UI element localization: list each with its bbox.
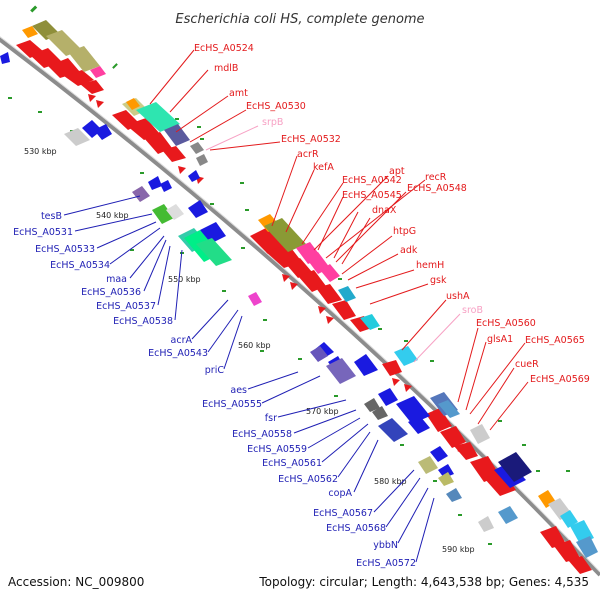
genome-info-text: Topology: circular; Length: 4,643,538 bp… [258, 575, 589, 589]
backbone-triangle-markers [88, 94, 464, 452]
gene-label: srpB [262, 117, 283, 128]
gene-label: gsk [430, 275, 447, 286]
map-title: Escherichia coli HS, complete genome [175, 12, 424, 27]
srpb-leader [205, 125, 259, 151]
gene-label: cueR [515, 359, 539, 370]
gene-label: aes [230, 385, 247, 396]
gene-label: EcHS_A0524 [194, 43, 254, 54]
gene-label: EcHS_A0531 [13, 227, 73, 238]
scale-tick-label: 550 kbp [168, 275, 201, 284]
forward-label-leaders [149, 49, 529, 431]
gene-label: EcHS_A0559 [247, 444, 307, 455]
gene-label: EcHS_A0561 [262, 458, 322, 469]
gene-label: EcHS_A0572 [356, 558, 416, 569]
gene-label: glsA1 [487, 334, 513, 345]
scale-tick-label: 580 kbp [374, 477, 407, 486]
scale-tick-label: 590 kbp [442, 545, 475, 554]
gene-label: EcHS_A0548 [407, 183, 467, 194]
gene-label: hemH [416, 260, 444, 271]
gene-label: fsr [265, 413, 277, 424]
gene-label: EcHS_A0537 [96, 301, 156, 312]
gene-label: EcHS_A0545 [342, 190, 402, 201]
gene-label: EcHS_A0555 [202, 399, 262, 410]
scale-tick-label: 570 kbp [306, 407, 339, 416]
gene-label: dnaX [372, 205, 397, 216]
gene-label: EcHS_A0534 [50, 260, 110, 271]
gene-label: EcHS_A0533 [35, 244, 95, 255]
gene-label: mdlB [214, 63, 238, 74]
gene-label: EcHS_A0542 [342, 175, 402, 186]
scale-tick-label: 530 kbp [24, 147, 57, 156]
gene-label: htpG [393, 226, 416, 237]
forward-gene-labels: EcHS_A0524 mdlB amt EcHS_A0530 srpB EcHS… [194, 43, 590, 385]
gene-label: amt [229, 88, 248, 99]
reverse-feature-blocks [64, 128, 532, 532]
reverse-gene-arrows [0, 52, 526, 488]
gene-label: tesB [41, 211, 62, 222]
accession-text: Accession: NC_009800 [8, 575, 144, 589]
gene-label: EcHS_A0530 [246, 101, 306, 112]
gene-label: EcHS_A0567 [313, 508, 373, 519]
gene-label: priC [205, 365, 225, 376]
forward-feature-blocks [22, 20, 598, 558]
srob-leader [413, 313, 461, 363]
gene-label: EcHS_A0543 [148, 348, 208, 359]
gene-label: copA [328, 488, 352, 499]
reverse-label-leaders [63, 195, 435, 563]
genome-backbone [0, 37, 600, 577]
gene-label: EcHS_A0558 [232, 429, 292, 440]
gene-label: acrA [171, 335, 193, 346]
gene-label: apt [389, 166, 405, 177]
gene-label: adk [400, 245, 418, 256]
reverse-gene-labels: tesB EcHS_A0531 EcHS_A0533 EcHS_A0534 ma… [13, 211, 416, 569]
gene-label: EcHS_A0565 [525, 335, 585, 346]
gene-label: EcHS_A0536 [81, 287, 141, 298]
gene-label: EcHS_A0532 [281, 134, 341, 145]
gene-label: EcHS_A0538 [113, 316, 173, 327]
scale-tick-label: 560 kbp [238, 341, 271, 350]
gene-label: EcHS_A0560 [476, 318, 536, 329]
gene-label: EcHS_A0568 [326, 523, 386, 534]
gene-label: kefA [313, 162, 334, 173]
gene-label: ushA [446, 291, 470, 302]
scale-tick-label: 540 kbp [96, 211, 129, 220]
gene-label: recR [425, 172, 447, 183]
gene-label: maa [106, 274, 127, 285]
gene-label: ybbN [373, 540, 398, 551]
gene-label: acrR [297, 149, 319, 160]
genome-backbone-highlight [0, 36, 600, 573]
forward-gene-arrows [16, 40, 592, 574]
scale-ticks: 530 kbp 540 kbp 550 kbp 560 kbp 570 kbp … [24, 147, 475, 554]
gene-label: EcHS_A0562 [278, 474, 338, 485]
gene-label: sroB [462, 305, 483, 316]
gene-label: EcHS_A0569 [530, 374, 590, 385]
